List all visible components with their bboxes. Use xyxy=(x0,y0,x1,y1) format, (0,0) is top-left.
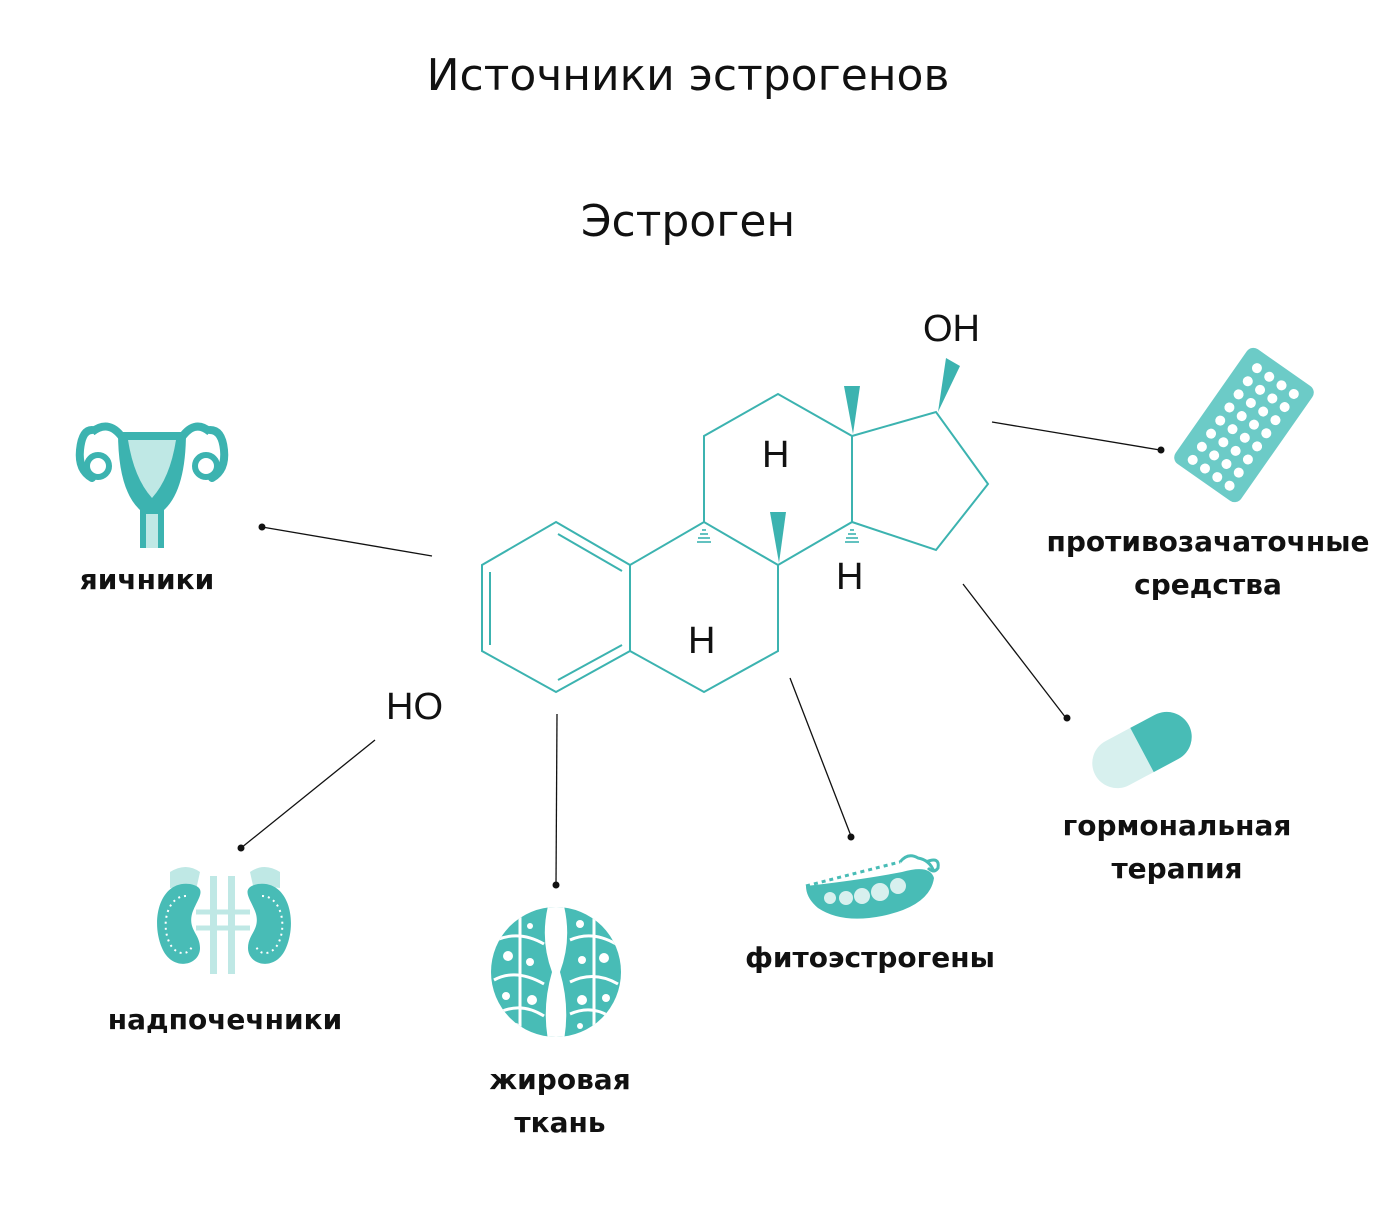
page-title: Источники эстрогенов xyxy=(426,50,950,101)
ho-group-label: HO xyxy=(386,686,443,728)
phytoestrogens-label: фитоэстрогены xyxy=(745,941,995,974)
molecule-structure xyxy=(481,392,990,694)
stereo-wedges xyxy=(770,358,960,563)
fat-cells-icon xyxy=(491,907,621,1037)
hashed-wedges xyxy=(697,529,859,543)
fat-tissue-label-line: жировая xyxy=(489,1063,631,1096)
adrenal-label: надпочечники xyxy=(107,1003,343,1036)
oh-group-label: OH xyxy=(923,308,980,350)
uterus-icon xyxy=(75,422,229,548)
kidneys-icon xyxy=(157,867,291,974)
hydrogen-label: H xyxy=(836,556,864,598)
ovaries-label: яичники xyxy=(79,563,215,596)
contraceptives-label-line: противозачаточные xyxy=(1046,525,1370,558)
pea-pod-icon xyxy=(805,854,940,919)
hormone-therapy-label-line: терапия xyxy=(1111,852,1243,885)
hormone-therapy-label-line: гормональная xyxy=(1062,809,1292,842)
molecule-name: Эстроген xyxy=(580,196,796,247)
pill-blister-icon xyxy=(1174,347,1314,503)
hormone-therapy-label: гормональная терапия xyxy=(1040,804,1314,890)
fat-tissue-label: жировая ткань xyxy=(460,1058,660,1144)
capsule-icon xyxy=(1092,711,1192,789)
contraceptives-label: противозачаточные средства xyxy=(1040,520,1376,606)
hydrogen-label: H xyxy=(688,620,716,662)
connector-lines xyxy=(240,421,1161,886)
contraceptives-label-line: средства xyxy=(1134,568,1282,601)
connector-dots xyxy=(237,446,1165,889)
hydrogen-label: H xyxy=(762,434,790,476)
fat-tissue-label-line: ткань xyxy=(514,1106,606,1139)
